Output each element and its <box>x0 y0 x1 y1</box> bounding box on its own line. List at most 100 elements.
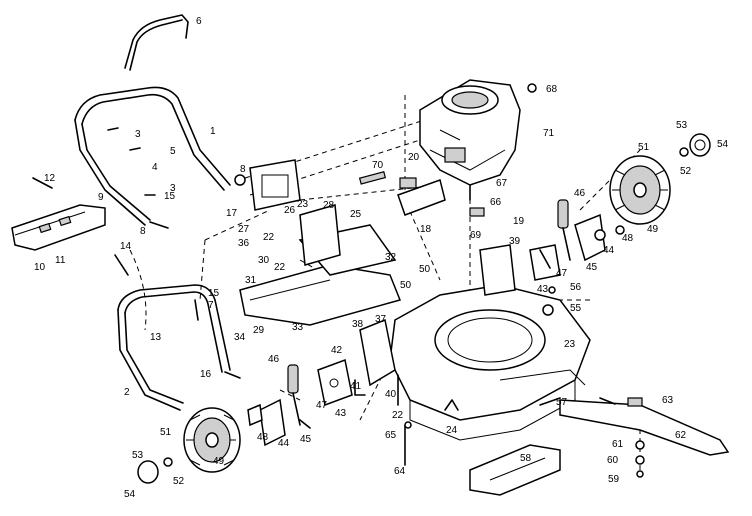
part-number-label: 58 <box>520 453 532 464</box>
part-number-label: 57 <box>556 397 568 408</box>
part-number-label: 56 <box>570 282 582 293</box>
part-number-label: 36 <box>238 238 250 249</box>
blade-62 <box>559 397 730 456</box>
part-number-label: 44 <box>278 438 290 449</box>
part-number-label: 9 <box>98 192 104 203</box>
part-number-label: 48 <box>622 233 634 244</box>
part-number-label: 54 <box>717 139 729 150</box>
part-number-label: 67 <box>496 178 508 189</box>
part-number-label: 34 <box>234 332 246 343</box>
part-number-label: 50 <box>400 280 412 291</box>
rear-door-17 <box>249 159 301 211</box>
part-number-label: 70 <box>372 160 384 171</box>
part-number-label: 43 <box>537 284 549 295</box>
part-number-label: 27 <box>238 224 250 235</box>
part-number-label: 22 <box>392 410 404 421</box>
part-number-label: 1 <box>210 126 216 137</box>
part-number-label: 48 <box>257 432 269 443</box>
hubcap-54-top <box>679 133 711 157</box>
part-number-label: 6 <box>196 16 202 27</box>
part-number-label: 26 <box>284 205 296 216</box>
part-number-label: 25 <box>350 209 362 220</box>
part-number-label: 53 <box>132 450 144 461</box>
part-number-label: 28 <box>323 200 335 211</box>
part-number-label: 11 <box>55 255 66 266</box>
part-number-label: 23 <box>297 199 309 210</box>
bracket-38 <box>359 318 396 387</box>
part-number-label: 13 <box>150 332 162 343</box>
bracket-28 <box>299 204 341 266</box>
part-number-label: 15 <box>164 191 176 202</box>
part-number-label: 14 <box>120 241 132 252</box>
part-number-label: 53 <box>676 120 688 131</box>
part-number-label: 59 <box>608 474 620 485</box>
part-number-label: 54 <box>124 489 136 500</box>
part-number-label: 12 <box>44 173 56 184</box>
part-number-label: 8 <box>140 226 146 237</box>
rear-wheel-51 <box>183 407 241 473</box>
part-number-label: 5 <box>170 146 176 157</box>
part-number-label: 30 <box>258 255 270 266</box>
part-number-label: 38 <box>352 319 364 330</box>
part-number-label: 3 <box>170 183 176 194</box>
part-number-label: 43 <box>335 408 347 419</box>
part-number-label: 24 <box>446 425 458 436</box>
part-number-label: 17 <box>226 208 238 219</box>
rear-panel-33 <box>239 224 402 326</box>
part-number-label: 2 <box>124 387 130 398</box>
part-number-label: 39 <box>509 236 521 247</box>
upper-handle-bar-6 <box>124 14 189 71</box>
part-number-label: 55 <box>570 303 582 314</box>
part-number-label: 31 <box>245 275 257 286</box>
hubcap-54-bottom <box>137 457 173 484</box>
part-number-label: 3 <box>135 129 141 140</box>
part-number-label: 68 <box>546 84 558 95</box>
part-number-label: 44 <box>603 245 615 256</box>
part-number-label: 52 <box>680 166 692 177</box>
part-number-label: 18 <box>420 224 432 235</box>
part-number-label: 66 <box>490 197 502 208</box>
height-lever-left <box>259 364 301 447</box>
small-hardware <box>32 83 645 478</box>
height-lever-right <box>557 199 606 262</box>
part-number-label: 19 <box>513 216 525 227</box>
handle-1 <box>74 86 231 226</box>
part-number-label: 49 <box>213 456 225 467</box>
bracket-43-right <box>529 244 561 281</box>
part-number-label: 29 <box>253 325 265 336</box>
handle-2 <box>117 284 231 411</box>
part-number-label: 42 <box>331 345 343 356</box>
part-number-label: 40 <box>385 389 397 400</box>
bracket-43-left <box>317 358 353 407</box>
part-number-label: 47 <box>556 268 568 279</box>
part-number-label: 50 <box>419 264 431 275</box>
part-number-label: 52 <box>173 476 185 487</box>
front-wheel-51 <box>609 155 671 225</box>
part-number-label: 23 <box>564 339 576 350</box>
part-number-label: 51 <box>160 427 172 438</box>
part-number-label: 15 <box>208 288 220 299</box>
part-number-label: 46 <box>574 188 586 199</box>
part-number-label: 10 <box>34 262 46 273</box>
part-number-label: 33 <box>292 322 304 333</box>
part-number-label: 22 <box>263 232 275 243</box>
part-number-label: 51 <box>638 142 650 153</box>
part-number-label: 61 <box>612 439 624 450</box>
control-panel-9 <box>11 204 106 251</box>
part-number-label: 37 <box>375 314 387 325</box>
part-number-label: 16 <box>200 369 212 380</box>
part-number-label: 8 <box>240 164 246 175</box>
part-number-label: 45 <box>300 434 312 445</box>
part-number-label: 49 <box>647 224 659 235</box>
part-number-label: 69 <box>470 230 482 241</box>
part-number-label: 64 <box>394 466 406 477</box>
part-number-label: 46 <box>268 354 280 365</box>
mower-deck-23 <box>389 284 591 441</box>
part-number-label: 60 <box>607 455 619 466</box>
part-number-label: 47 <box>316 400 328 411</box>
blade-adapter-58 <box>469 444 561 496</box>
part-number-label: 45 <box>586 262 598 273</box>
part-number-label: 22 <box>274 262 286 273</box>
